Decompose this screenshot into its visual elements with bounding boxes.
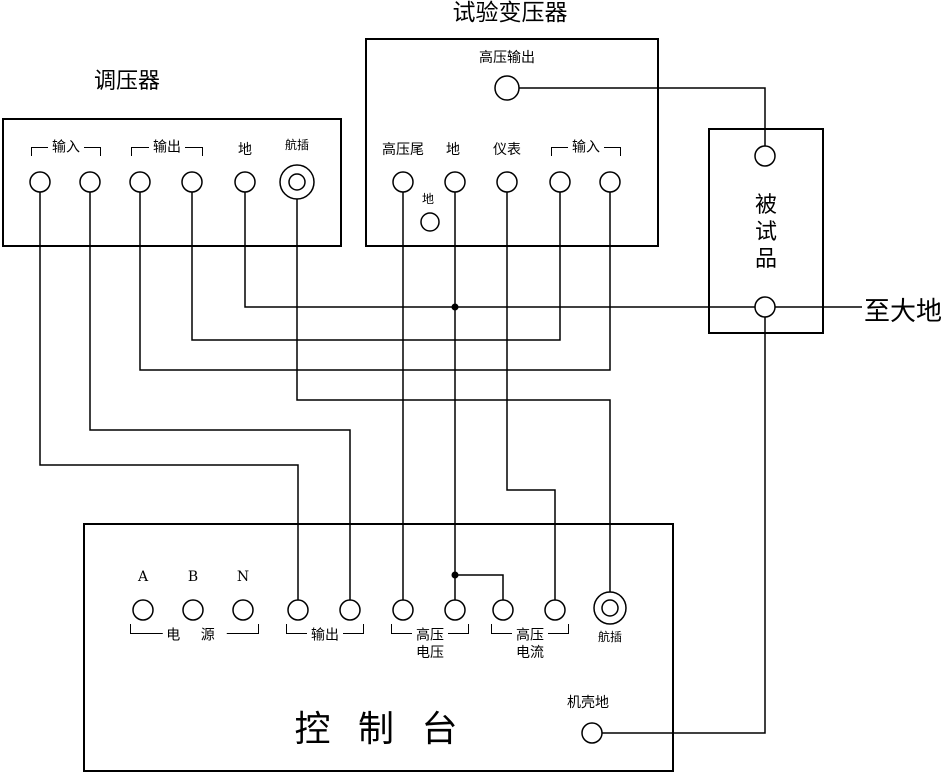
junction-dot xyxy=(451,303,459,311)
dut-title: 被试品 xyxy=(754,193,777,272)
terminal-transformer-ground xyxy=(444,171,466,193)
console-hv-current-bracket: 高压 电流 xyxy=(491,624,569,661)
transformer-meter-label: 仪表 xyxy=(493,142,521,158)
wire-meter-to-console xyxy=(506,182,556,610)
transformer-ground-label: 地 xyxy=(446,142,460,158)
earth-label: 至大地 xyxy=(864,297,943,327)
terminal-transformer-hv-tail xyxy=(392,171,414,193)
terminal-console-hv-voltage-2 xyxy=(444,599,466,621)
wire-ground-to-hv-current xyxy=(455,574,504,610)
transformer-hv-tail-label: 高压尾 xyxy=(382,142,424,158)
terminal-regulator-output-2 xyxy=(181,171,203,193)
terminal-regulator-ground xyxy=(234,171,256,193)
wire-plug-to-plug xyxy=(296,182,611,608)
wire-console-out2-to-regulator-in2 xyxy=(89,182,351,610)
console-phase-a-label: A xyxy=(137,569,149,585)
console-phase-n-label: N xyxy=(236,569,250,585)
wire-chassis-ground-to-earth xyxy=(592,307,766,734)
wire-regulator-out2-to-transformer-in1 xyxy=(191,182,561,341)
regulator-input-bracket: 输入 xyxy=(31,136,101,157)
regulator-output-label: 输出 xyxy=(149,136,185,157)
terminal-transformer-input-1 xyxy=(549,171,571,193)
terminal-console-phase-a xyxy=(132,599,154,621)
console-output-label: 输出 xyxy=(307,624,343,645)
console-chassis-ground-label: 机壳地 xyxy=(567,695,609,711)
terminal-console-hv-current-1 xyxy=(492,599,514,621)
terminal-transformer-input-2 xyxy=(599,171,621,193)
transformer-aux-ground-label: 地 xyxy=(421,192,435,206)
terminal-regulator-output-1 xyxy=(129,171,151,193)
regulator-ground-label: 地 xyxy=(238,142,252,158)
console-phase-b-label: B xyxy=(187,569,199,585)
console-box xyxy=(83,523,674,772)
transformer-box xyxy=(365,38,659,247)
console-plug-label: 航插 xyxy=(597,630,623,644)
dut-box xyxy=(708,128,824,334)
regulator-output-bracket: 输出 xyxy=(131,136,203,157)
terminal-console-phase-n xyxy=(232,599,254,621)
transformer-hv-output-label: 高压输出 xyxy=(479,50,535,66)
terminal-transformer-meter xyxy=(496,171,518,193)
wire-earth-line xyxy=(244,182,862,308)
terminal-dut-bottom xyxy=(754,296,776,318)
console-power-label: 电 源 xyxy=(162,624,227,645)
terminal-regulator-input-2 xyxy=(79,171,101,193)
console-hv-voltage-label-2: 电压 xyxy=(416,645,444,661)
transformer-input-label: 输入 xyxy=(568,136,604,157)
console-power-bracket: 电 源 xyxy=(130,624,259,645)
console-hv-voltage-bracket: 高压 电压 xyxy=(391,624,469,661)
console-hv-current-label-1: 高压 xyxy=(512,624,548,645)
regulator-title: 调压器 xyxy=(93,69,161,94)
terminal-dut-top xyxy=(754,145,776,167)
terminal-transformer-aux-ground xyxy=(420,212,440,232)
terminal-console-plug-inner xyxy=(601,599,619,617)
wire-console-out1-to-regulator-in1 xyxy=(39,182,299,610)
regulator-box xyxy=(2,118,342,247)
terminal-console-hv-current-2 xyxy=(544,599,566,621)
terminal-console-chassis-ground xyxy=(581,722,603,744)
terminal-transformer-hv-output xyxy=(494,75,520,101)
transformer-title: 试验变压器 xyxy=(452,0,568,26)
junction-dot xyxy=(451,571,459,579)
wire-regulator-out1-to-transformer-in2 xyxy=(139,182,611,371)
console-output-bracket: 输出 xyxy=(286,624,364,645)
transformer-input-bracket: 输入 xyxy=(551,136,621,157)
wire-hv-output-to-dut xyxy=(507,87,766,156)
terminal-regulator-plug-inner xyxy=(288,173,306,191)
terminal-console-output-2 xyxy=(339,599,361,621)
console-hv-voltage-label-1: 高压 xyxy=(412,624,448,645)
regulator-input-label: 输入 xyxy=(48,136,84,157)
regulator-plug-label: 航插 xyxy=(284,138,310,152)
console-title: 控 制 台 xyxy=(294,709,466,750)
console-hv-current-label-2: 电流 xyxy=(516,645,544,661)
terminal-console-output-1 xyxy=(287,599,309,621)
terminal-console-hv-voltage-1 xyxy=(392,599,414,621)
terminal-regulator-input-1 xyxy=(29,171,51,193)
terminal-console-phase-b xyxy=(182,599,204,621)
